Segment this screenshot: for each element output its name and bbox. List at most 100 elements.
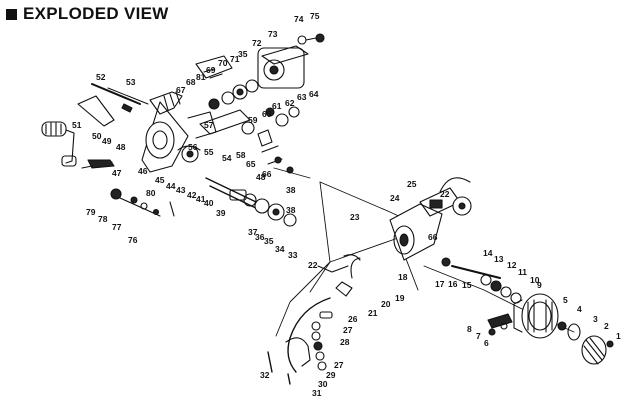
callout-label: 52 (96, 72, 106, 82)
callout-label: 38 (286, 205, 296, 215)
callout-label: 65 (246, 159, 256, 169)
callout-label: 5 (563, 295, 568, 305)
callout-label: 61 (272, 101, 282, 111)
callout-label: 62 (285, 98, 295, 108)
callout-label: 9 (537, 280, 542, 290)
diagram-title: EXPLODED VIEW (23, 4, 169, 23)
callout-label: 26 (348, 314, 358, 324)
title-square-icon (6, 8, 17, 20)
callout-label: 35 (238, 49, 248, 59)
callout-label: 69 (206, 65, 216, 75)
callout-label: 56 (188, 142, 198, 152)
callout-label: 17 (435, 279, 445, 289)
callout-label: 20 (381, 299, 391, 309)
callout-label: 71 (230, 54, 240, 64)
callout-label: 77 (112, 222, 122, 232)
callout-label: 8 (467, 324, 472, 334)
callout-label: 53 (126, 77, 136, 87)
drag-knob-part (581, 335, 614, 365)
callout-label: 45 (155, 175, 165, 185)
callout-label: 42 (187, 190, 197, 200)
callout-label: 11 (518, 267, 527, 277)
left-screw-parts (110, 188, 175, 217)
handle-knob-part (41, 121, 77, 167)
callout-label: 34 (275, 244, 285, 254)
line-roller-parts (267, 311, 333, 385)
callout-label: 31 (312, 388, 322, 398)
callout-label: 27 (343, 325, 353, 335)
callout-label: 38 (286, 185, 296, 195)
callout-label: 58 (236, 150, 246, 160)
callout-label: 48 (256, 172, 266, 182)
callout-label: 44 (166, 181, 176, 191)
callout-label: 43 (176, 185, 186, 195)
callout-label: 68 (186, 77, 196, 87)
callout-label: 47 (112, 168, 122, 178)
callout-label: 32 (260, 370, 270, 380)
callout-label: 19 (395, 293, 405, 303)
callout-label: 80 (146, 188, 156, 198)
callout-label: 66 (262, 169, 272, 179)
callout-label: 37 (248, 227, 258, 237)
handle-shaft-part (91, 83, 149, 113)
callout-label: 57 (204, 120, 214, 130)
callout-label: 67 (176, 85, 186, 95)
callout-label: 51 (72, 120, 82, 130)
callout-label: 21 (368, 308, 378, 318)
callout-label: 27 (334, 360, 344, 370)
callout-label: 30 (318, 379, 328, 389)
callout-label: 18 (398, 272, 408, 282)
callout-label: 74 (294, 14, 304, 24)
callout-label: 7 (476, 331, 481, 341)
reel-parts (41, 33, 614, 385)
callout-label: 72 (252, 38, 262, 48)
callout-label: 78 (98, 214, 108, 224)
body-cover-part (195, 55, 233, 79)
callout-label: 35 (264, 236, 274, 246)
pinion-and-spool-shaft-parts (441, 257, 522, 304)
callout-label: 39 (216, 208, 226, 218)
callout-label: 24 (390, 193, 400, 203)
callout-label: 12 (507, 260, 517, 270)
callout-label: 46 (138, 166, 148, 176)
callout-label: 70 (218, 58, 228, 68)
callout-labels: 1 2 3 4 5 6 7 8 9 10 11 12 13 14 15 16 1… (72, 11, 621, 398)
callout-label: 55 (204, 147, 214, 157)
callout-label: 41 (196, 194, 206, 204)
callout-label: 36 (255, 232, 265, 242)
callout-label: 25 (407, 179, 417, 189)
crank-handle-part (317, 254, 361, 273)
callout-label: 40 (204, 198, 214, 208)
callout-label: 50 (92, 131, 102, 141)
callout-label: 73 (268, 29, 278, 39)
callout-label: 3 (593, 314, 598, 324)
pinion-cluster-parts (199, 106, 300, 174)
callout-label: 54 (222, 153, 232, 163)
spool-part (513, 293, 581, 341)
callout-label: 14 (483, 248, 493, 258)
handle-arm-part (77, 95, 115, 169)
main-gear-parts (177, 145, 297, 227)
callout-label: 22 (440, 189, 450, 199)
diagram-header: EXPLODED VIEW (6, 4, 169, 24)
callout-label: 48 (116, 142, 126, 152)
callout-label: 16 (448, 279, 458, 289)
callout-label: 49 (102, 136, 112, 146)
rear-drag-parts (208, 33, 325, 110)
callout-label: 2 (604, 321, 609, 331)
callout-label: 13 (494, 254, 504, 264)
callout-label: 76 (128, 235, 138, 245)
callout-label: 33 (288, 250, 298, 260)
callout-label: 29 (326, 370, 336, 380)
callout-label: 1 (616, 331, 621, 341)
small-screw-parts-8-7-6 (487, 313, 513, 336)
callout-label: 75 (310, 11, 320, 21)
callout-label: 6 (484, 338, 489, 348)
callout-label: 28 (340, 337, 350, 347)
callout-label: 15 (462, 280, 472, 290)
callout-label: 60 (262, 109, 272, 119)
reel-body-part (141, 91, 217, 173)
callout-label: 79 (86, 207, 96, 217)
callout-label: 23 (350, 212, 360, 222)
